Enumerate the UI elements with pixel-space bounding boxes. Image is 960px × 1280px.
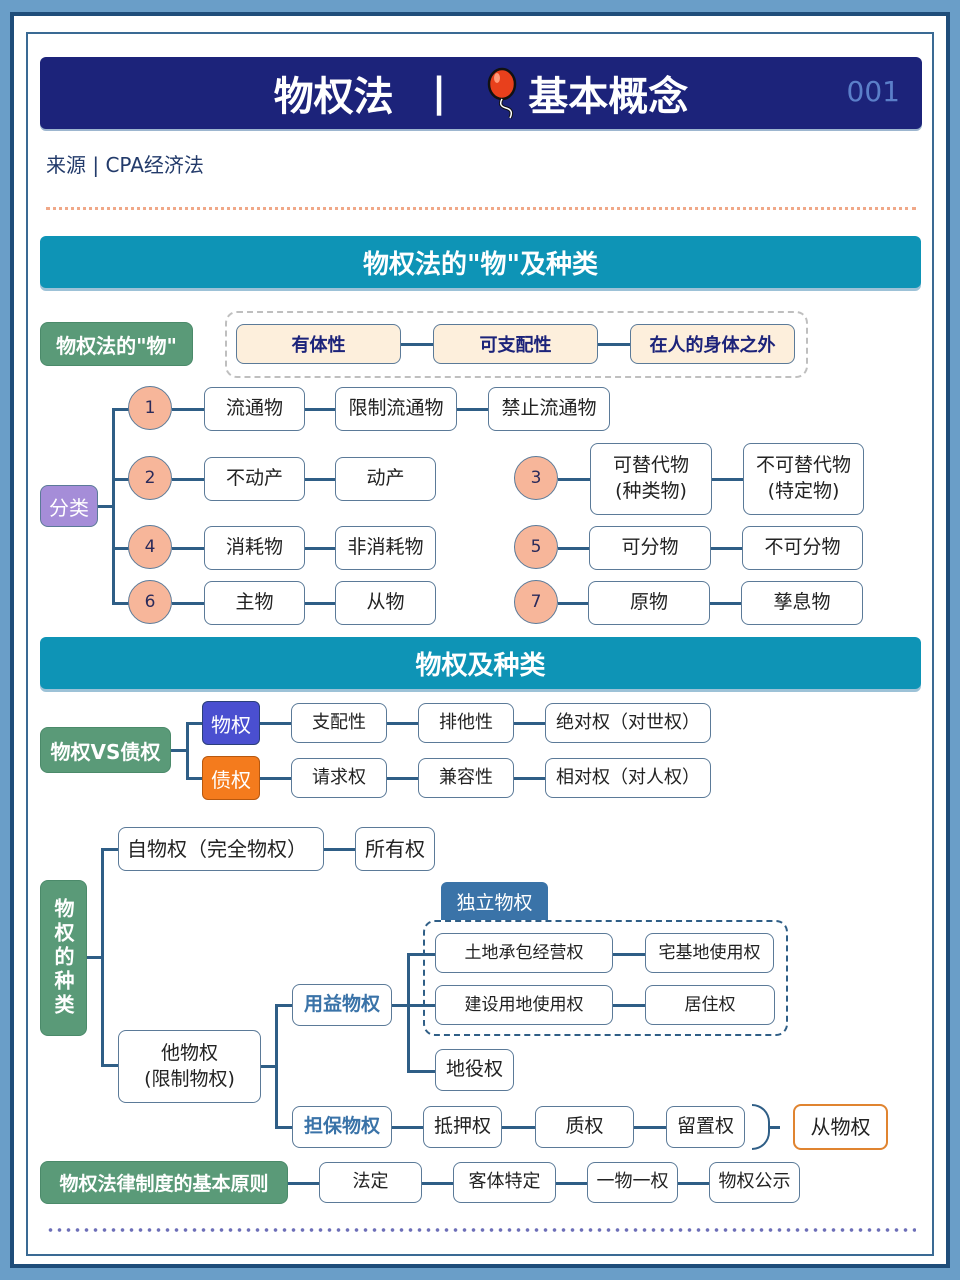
category-item: 非消耗物 xyxy=(335,526,436,570)
property-box: 可支配性 xyxy=(433,324,598,364)
category-item: 不可替代物 (特定物) xyxy=(743,443,864,515)
divider-dotted xyxy=(46,1227,916,1233)
principle-item: 法定 xyxy=(319,1162,422,1203)
own-right-box: 自物权（完全物权） xyxy=(118,827,324,871)
category-item: 不动产 xyxy=(204,457,305,501)
usufruct-box: 用益物权 xyxy=(292,984,392,1026)
other-right-box: 他物权 (限制物权) xyxy=(118,1030,261,1103)
balloon-icon xyxy=(484,66,524,120)
category-item: 可替代物 (种类物) xyxy=(590,443,712,515)
classify-label: 分类 xyxy=(40,485,98,527)
independent-item: 宅基地使用权 xyxy=(645,933,774,973)
category-number: 2 xyxy=(128,456,172,500)
page-number: 001 xyxy=(846,75,900,108)
title-bar: 物权法 | 基本概念 001 xyxy=(40,57,922,129)
principle-item: 客体特定 xyxy=(453,1162,556,1203)
category-item: 从物 xyxy=(335,581,436,625)
title-left: 物权法 xyxy=(273,74,394,120)
principles-label: 物权法律制度的基本原则 xyxy=(40,1161,288,1204)
independent-item: 居住权 xyxy=(645,985,775,1025)
security-item: 质权 xyxy=(535,1106,634,1148)
section1-title: 物权法的"物"及种类 xyxy=(40,236,921,288)
category-item: 原物 xyxy=(588,581,710,625)
thing-label: 物权法的"物" xyxy=(40,322,193,366)
category-item: 不可分物 xyxy=(742,526,863,570)
ownership-box: 所有权 xyxy=(355,827,435,871)
easement-box: 地役权 xyxy=(435,1049,514,1091)
real-right-tag: 物权 xyxy=(202,701,260,745)
category-item: 流通物 xyxy=(204,387,305,431)
claim-right-item: 相对权（对人权） xyxy=(545,758,711,798)
independent-item: 建设用地使用权 xyxy=(435,985,613,1025)
security-box: 担保物权 xyxy=(292,1106,392,1148)
real-right-item: 排他性 xyxy=(418,703,514,743)
category-number: 7 xyxy=(514,580,558,624)
divider-dashed xyxy=(46,207,916,210)
security-item: 抵押权 xyxy=(423,1106,502,1148)
claim-right-tag: 债权 xyxy=(202,756,260,800)
claim-right-item: 请求权 xyxy=(291,758,387,798)
security-item: 留置权 xyxy=(666,1106,745,1148)
principle-item: 一物一权 xyxy=(587,1162,678,1203)
category-number: 1 xyxy=(128,386,172,430)
independent-item: 土地承包经营权 xyxy=(435,933,613,973)
vs-label: 物权VS债权 xyxy=(40,727,171,773)
real-right-item: 绝对权（对世权） xyxy=(545,703,711,743)
category-number: 5 xyxy=(514,525,558,569)
accessory-right-box: 从物权 xyxy=(793,1104,888,1150)
category-item: 动产 xyxy=(335,457,436,501)
category-item: 禁止流通物 xyxy=(488,387,610,431)
independent-tag: 独立物权 xyxy=(441,882,548,920)
title-right: 基本概念 xyxy=(528,74,689,120)
category-number: 4 xyxy=(128,525,172,569)
category-item: 孳息物 xyxy=(741,581,863,625)
property-box: 有体性 xyxy=(236,324,401,364)
category-item: 可分物 xyxy=(589,526,711,570)
category-item: 限制流通物 xyxy=(335,387,457,431)
category-number: 6 xyxy=(128,580,172,624)
section2-title: 物权及种类 xyxy=(40,637,921,689)
principle-item: 物权公示 xyxy=(709,1162,800,1203)
category-item: 消耗物 xyxy=(204,526,305,570)
title-separator: | xyxy=(431,70,447,116)
property-box: 在人的身体之外 xyxy=(630,324,795,364)
category-item: 主物 xyxy=(204,581,305,625)
properties-group xyxy=(225,311,808,378)
real-right-item: 支配性 xyxy=(291,703,387,743)
types-label: 物权的种类 xyxy=(40,880,87,1036)
claim-right-item: 兼容性 xyxy=(418,758,514,798)
category-number: 3 xyxy=(514,456,558,500)
source-label: 来源 | CPA经济法 xyxy=(46,153,204,177)
independent-group xyxy=(423,920,788,1036)
